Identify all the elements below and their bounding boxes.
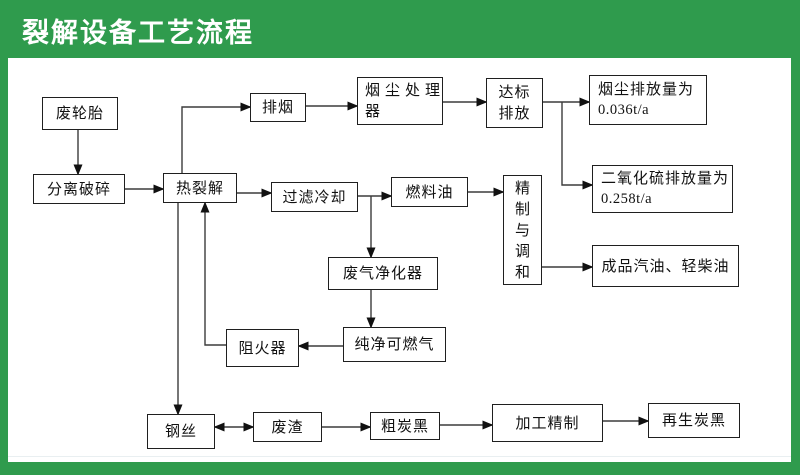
flow-node-label: 再生炭黑 (661, 412, 726, 429)
flow-node-pyrolysis: 热裂解 (163, 173, 237, 203)
flow-node-label: 0.258t/a (601, 191, 653, 207)
flow-edge-pyrolysis-to-smoke-exhaust (181, 102, 252, 173)
flow-node-label: 纯净可燃气 (354, 336, 435, 353)
flow-node-process-refine: 加工精制 (492, 404, 603, 442)
flow-node-label: 加工精制 (515, 414, 580, 432)
flow-node-label: 排放 (498, 105, 531, 122)
flow-node-gas-purifier: 废气净化器 (328, 257, 438, 290)
flow-node-label: 排烟 (261, 99, 294, 116)
flow-node-label: 0.036t/a (598, 102, 650, 118)
page-title: 裂解设备工艺流程 (22, 17, 254, 48)
flow-node-waste-tire: 废轮胎 (42, 97, 118, 130)
flow-node-fuel-oil: 燃料油 (391, 177, 468, 207)
flow-node-smoke-exhaust: 排烟 (250, 93, 306, 122)
flow-node-standard-discharge: 达标排放 (486, 78, 543, 128)
flow-node-dust-processor: 烟尘处理器 (357, 77, 443, 125)
flow-node-label: 分离破碎 (46, 180, 111, 198)
flow-node-finished-oil: 成品汽油、轻柴油 (592, 245, 739, 287)
flow-node-refine-blend: 精制与调和 (503, 175, 542, 285)
flow-node-waste-residue: 废渣 (253, 412, 322, 442)
flow-node-label: 粗炭黑 (380, 417, 429, 435)
flow-node-label: 过滤冷却 (282, 188, 347, 206)
flow-node-label: 烟尘排放量为 (598, 81, 695, 98)
title-bar: 裂解设备工艺流程 (0, 0, 800, 58)
flow-node-label: 废轮胎 (55, 105, 104, 122)
flow-node-dust-emission: 烟尘排放量为 0.036t/a (589, 75, 707, 125)
flow-node-label: 达标 (498, 84, 531, 101)
flow-node-label: 热裂解 (175, 179, 224, 197)
flow-node-label: 成品汽油、轻柴油 (601, 257, 730, 275)
flow-node-steel-wire: 钢丝 (147, 414, 215, 449)
flow-node-so2-emission: 二氧化硫排放量为 0.258t/a (592, 165, 733, 213)
flow-node-regen-carbon-black: 再生炭黑 (648, 403, 740, 438)
flowchart-connectors (73, 97, 650, 432)
flow-node-label: 调 (514, 242, 530, 260)
flow-node-pure-gas: 纯净可燃气 (343, 327, 446, 362)
flow-node-label: 烟尘处理 (365, 82, 446, 99)
flow-node-label: 与 (514, 221, 530, 239)
flow-node-label: 器 (365, 103, 386, 120)
flow-node-filter-cooling: 过滤冷却 (271, 182, 358, 212)
flow-node-label: 废气净化器 (342, 265, 423, 282)
flow-node-label: 燃料油 (405, 183, 454, 201)
flow-node-label: 阻火器 (238, 339, 287, 357)
flow-node-label: 钢丝 (164, 423, 197, 440)
flow-node-label: 废渣 (271, 418, 304, 436)
flow-node-crude-carbon-black: 粗炭黑 (370, 412, 440, 440)
divider-line (8, 456, 791, 457)
flow-node-separation-crush: 分离破碎 (33, 174, 125, 204)
flow-node-label: 和 (514, 263, 530, 281)
flow-node-flame-arrester: 阻火器 (226, 329, 299, 367)
flow-edge-standard-discharge-to-so2-emission (561, 102, 594, 190)
flow-edge-flame-arrester-to-pyrolysis (200, 201, 226, 346)
flow-node-label: 精 (514, 179, 530, 197)
flow-node-label: 制 (514, 200, 530, 218)
flow-node-label: 二氧化硫排放量为 (601, 170, 730, 187)
